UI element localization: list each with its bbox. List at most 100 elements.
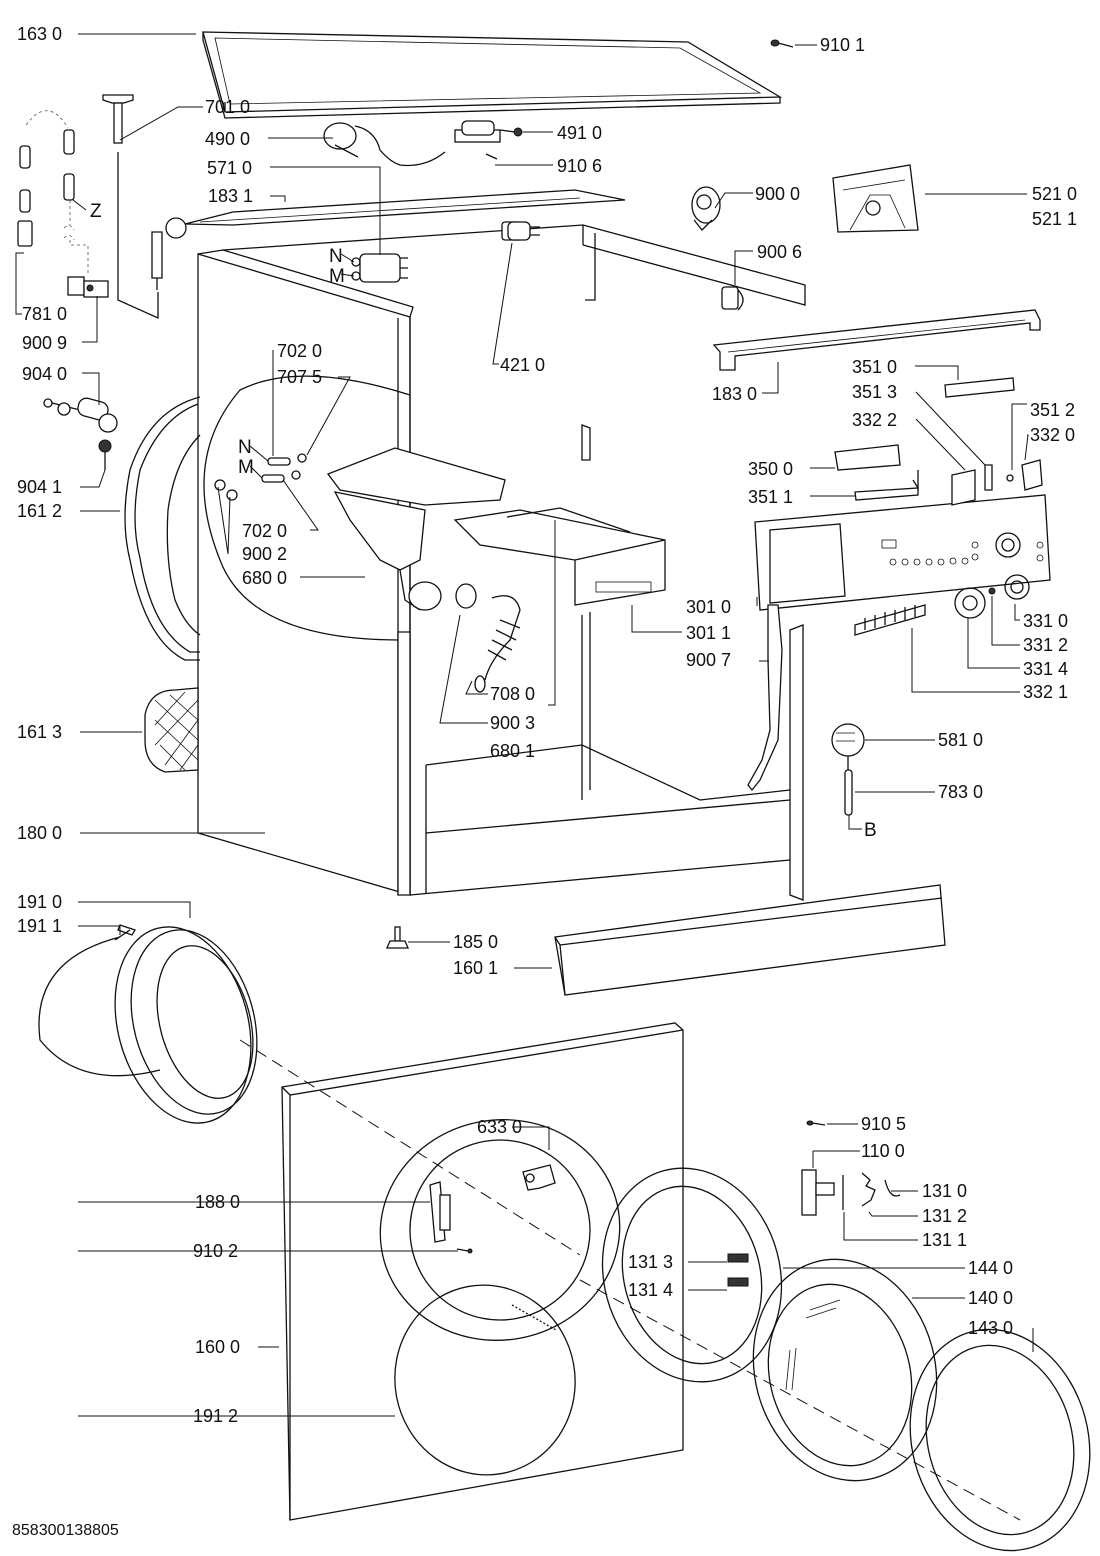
label-521-1: 521 1 xyxy=(1032,209,1077,229)
label-781-0: 781 0 xyxy=(22,304,67,324)
top-rail-183-1 xyxy=(184,189,626,226)
label-301-0: 301 0 xyxy=(686,597,731,617)
label-702-0-mid: 702 0 xyxy=(242,521,287,541)
label-131-2: 131 2 xyxy=(922,1206,967,1226)
panel-subparts xyxy=(834,377,1043,636)
inlet-hose xyxy=(102,94,159,320)
pressure-switch xyxy=(831,723,865,816)
interference-filter xyxy=(454,120,523,160)
label-163-0: 163 0 xyxy=(17,24,62,44)
label-351-0: 351 0 xyxy=(852,357,897,377)
front-panel xyxy=(239,1022,1021,1521)
label-332-2: 332 2 xyxy=(852,410,897,430)
label-110-0: 110 0 xyxy=(861,1141,905,1161)
label-131-1: 131 1 xyxy=(922,1230,967,1250)
control-panel-fascia xyxy=(754,494,1051,611)
label-581-0: 581 0 xyxy=(938,730,983,750)
label-331-0: 331 0 xyxy=(1023,611,1068,631)
inlet-elbow xyxy=(151,217,187,290)
label-331-2: 331 2 xyxy=(1023,635,1068,655)
label-708-0: 708 0 xyxy=(490,684,535,704)
label-633-0: 633 0 xyxy=(477,1117,522,1137)
label-351-1: 351 1 xyxy=(748,487,793,507)
label-910-6: 910 6 xyxy=(557,156,602,176)
hose-connectors xyxy=(214,453,307,501)
label-144-0: 144 0 xyxy=(968,1258,1013,1278)
label-783-0: 783 0 xyxy=(938,782,983,802)
wiring-harness xyxy=(747,604,783,792)
front-rail-183-0 xyxy=(712,309,1041,371)
label-900-9: 900 9 xyxy=(22,333,67,353)
label-191-0: 191 0 xyxy=(17,892,62,912)
label-185-0: 185 0 xyxy=(453,932,498,952)
top-lid xyxy=(202,31,783,119)
label-183-0: 183 0 xyxy=(712,384,757,404)
label-183-1: 183 1 xyxy=(208,186,253,206)
label-680-0: 680 0 xyxy=(242,568,287,588)
label-701-0: 701 0 xyxy=(205,97,250,117)
clip-900-6 xyxy=(721,286,744,311)
marker-m-hose: M xyxy=(238,457,254,478)
label-160-1: 160 1 xyxy=(453,958,498,978)
door-gasket xyxy=(38,924,258,1124)
label-140-0: 140 0 xyxy=(968,1288,1013,1308)
inlet-valve xyxy=(351,253,408,283)
grille-161-3 xyxy=(144,687,199,773)
label-910-1: 910 1 xyxy=(820,35,865,55)
label-161-3: 161 3 xyxy=(17,722,62,742)
marker-z: Z xyxy=(90,201,102,222)
label-191-2: 191 2 xyxy=(193,1406,238,1426)
control-board xyxy=(832,164,919,233)
marker-n-valve: N xyxy=(329,246,343,267)
label-131-3: 131 3 xyxy=(628,1252,673,1272)
label-521-0: 521 0 xyxy=(1032,184,1077,204)
connection-markers: N M N M Z B xyxy=(72,199,877,841)
label-160-0: 160 0 xyxy=(195,1337,240,1357)
leader-lines xyxy=(15,33,1034,1417)
label-421-0: 421 0 xyxy=(500,355,545,375)
plinth-160-1 xyxy=(554,884,946,996)
label-900-2: 900 2 xyxy=(242,544,287,564)
lock-900-0 xyxy=(691,186,721,231)
door-glass xyxy=(752,1258,938,1482)
label-707-5: 707 5 xyxy=(277,367,322,387)
label-702-0-top: 702 0 xyxy=(277,341,322,361)
bracket-900-9 xyxy=(67,276,109,298)
label-180-0: 180 0 xyxy=(17,823,62,843)
document-number: 858300138805 xyxy=(12,1522,119,1539)
label-301-1: 301 1 xyxy=(686,623,731,643)
label-161-2: 161 2 xyxy=(17,501,62,521)
door-outer-ring xyxy=(909,1328,1091,1552)
relay-421 xyxy=(501,221,540,241)
cabinet xyxy=(197,224,806,901)
label-900-0: 900 0 xyxy=(755,184,800,204)
label-191-1: 191 1 xyxy=(17,916,62,936)
screw-910-1 xyxy=(770,39,794,48)
label-900-3: 900 3 xyxy=(490,713,535,733)
inlet-coils xyxy=(17,110,89,275)
label-491-0: 491 0 xyxy=(557,123,602,143)
screw-910-2 xyxy=(456,1248,473,1254)
label-188-0: 188 0 xyxy=(195,1192,240,1212)
label-680-1-visible: 680 1 xyxy=(490,741,535,761)
drain-filter xyxy=(43,397,118,470)
marker-m-valve: M xyxy=(329,266,345,287)
label-350-0: 350 0 xyxy=(748,459,793,479)
door-handle xyxy=(801,1120,901,1216)
door-hinge xyxy=(429,1181,451,1243)
detergent-drawer xyxy=(453,507,666,606)
door-lock xyxy=(522,1164,556,1191)
adjustable-foot xyxy=(386,926,409,949)
part-labels: 163 0 910 1 701 0 490 0 491 0 910 6 571 … xyxy=(17,24,1077,1426)
label-490-0: 490 0 xyxy=(205,129,250,149)
label-332-1: 332 1 xyxy=(1023,682,1068,702)
label-571-0: 571 0 xyxy=(207,158,252,178)
access-panel-161-2 xyxy=(124,396,201,661)
drain-hose-708 xyxy=(455,583,521,693)
label-332-0: 332 0 xyxy=(1030,425,1075,445)
label-910-2: 910 2 xyxy=(193,1241,238,1261)
label-131-0: 131 0 xyxy=(922,1181,967,1201)
door-inner-frame xyxy=(601,1167,783,1383)
power-plug-cable xyxy=(323,122,446,167)
